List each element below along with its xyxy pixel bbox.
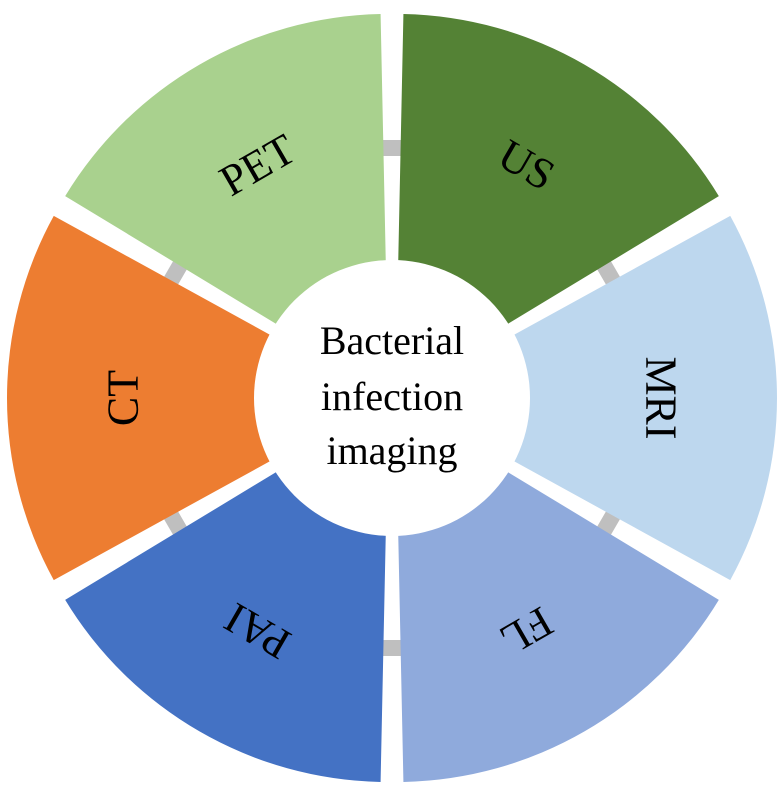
segment-us: US: [398, 14, 719, 326]
connector: [383, 640, 401, 656]
segment-mri: MRI: [511, 215, 777, 581]
segment-label: CT: [99, 370, 148, 426]
segment-shape: [398, 470, 719, 782]
segment-fl: FL: [398, 470, 719, 782]
segment-pai: PAI: [65, 470, 386, 782]
center-hole: [254, 260, 530, 536]
segment-pet: PET: [65, 14, 386, 326]
segment-shape: [65, 14, 386, 326]
connector: [383, 140, 401, 156]
connector: [164, 511, 187, 535]
segment-shape: [398, 14, 719, 326]
segment-shape: [6, 215, 273, 581]
center-label-line-3: imaging: [326, 428, 457, 473]
segment-ct: CT: [6, 215, 273, 581]
connector: [597, 261, 620, 285]
connector: [164, 261, 187, 285]
connector: [597, 511, 620, 535]
segment-shape: [511, 215, 777, 581]
segment-label: MRI: [637, 356, 686, 439]
connectors: [164, 140, 620, 656]
center-label-line-2: infection: [321, 374, 463, 419]
center-label-line-1: Bacterial: [320, 318, 464, 363]
segment-shape: [65, 470, 386, 782]
